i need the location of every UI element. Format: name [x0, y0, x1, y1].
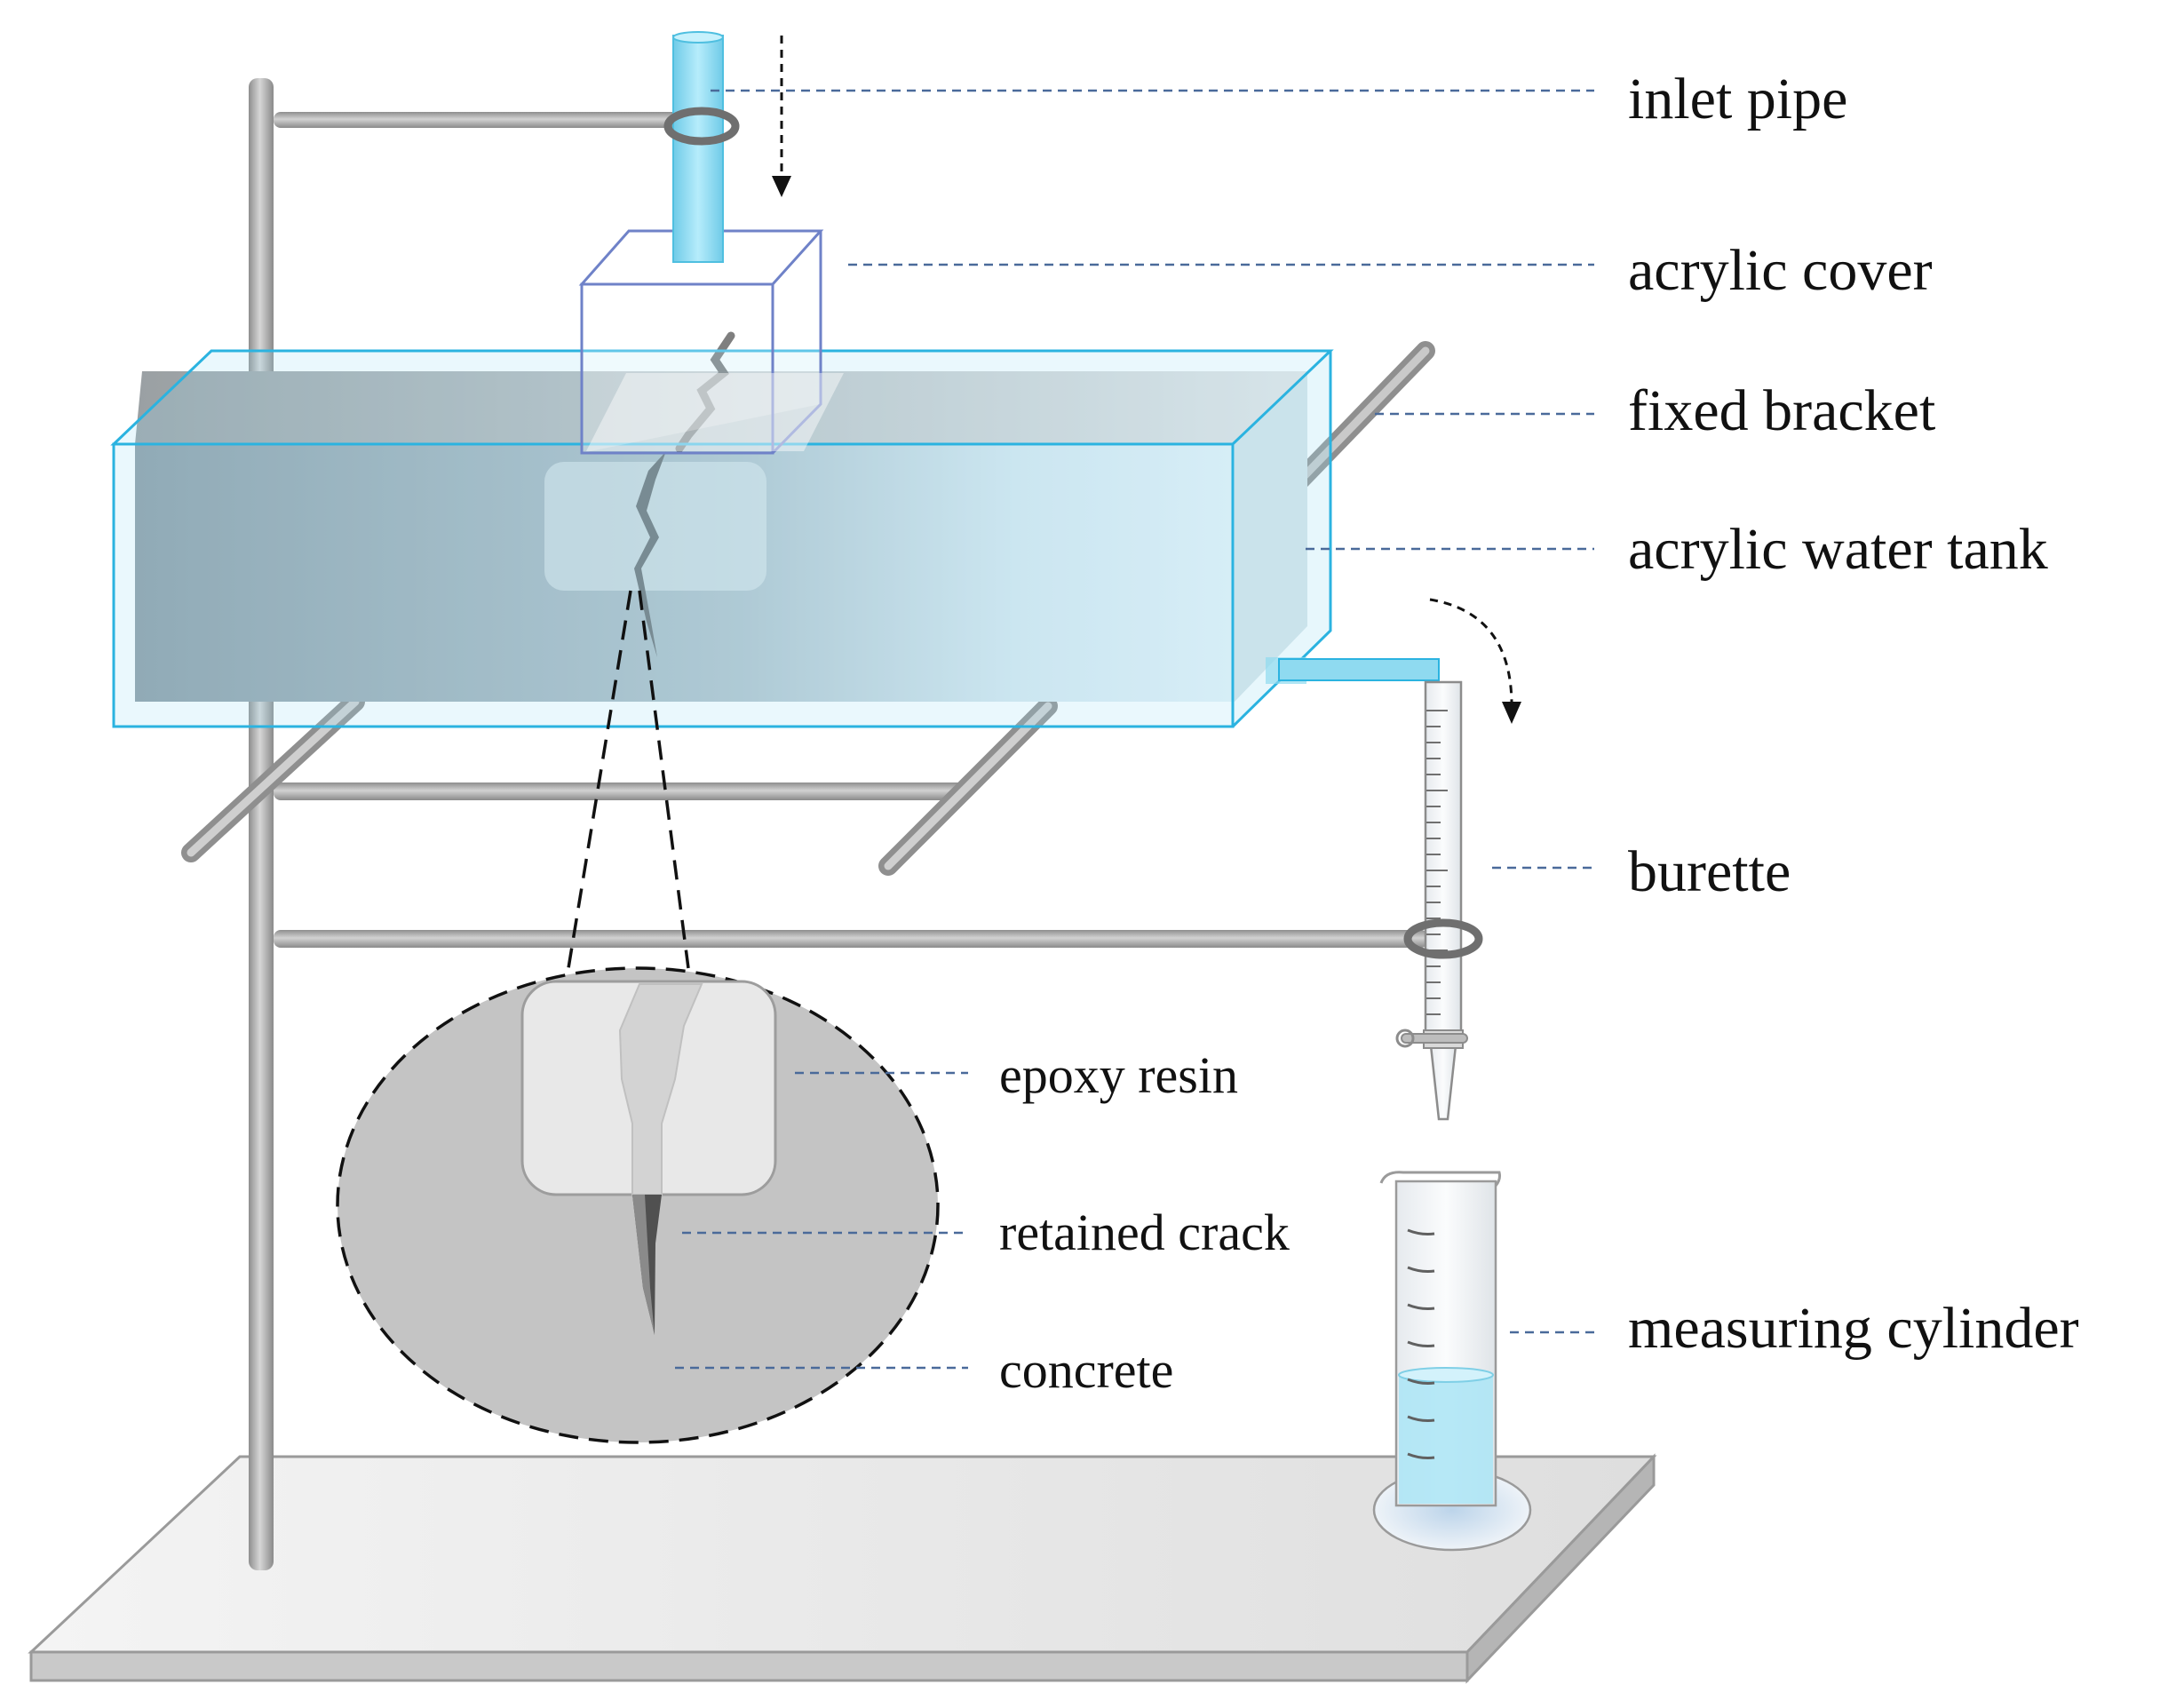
label-measuring-cylinder: measuring cylinder	[1628, 1296, 2079, 1361]
fixed-bracket-back-rod	[1278, 341, 1435, 503]
label-acrylic-cover: acrylic cover	[1628, 238, 1933, 303]
inlet-clamp-ring	[663, 107, 740, 146]
cylinder-tick	[1407, 1303, 1435, 1310]
outflow-arrow	[1429, 598, 1521, 724]
leader-lines	[675, 89, 1594, 1370]
cylinder-tick	[1407, 1228, 1435, 1235]
stand-rod	[249, 78, 274, 1570]
crack-face	[634, 451, 666, 657]
acrylic-cover	[578, 229, 844, 455]
burette	[1395, 680, 1483, 1121]
crack-top	[675, 331, 735, 453]
inlet-pipe	[663, 31, 740, 263]
cylinder-graduations	[1407, 1228, 1435, 1459]
base-plate	[28, 1453, 1657, 1684]
cylinder-tick	[1407, 1266, 1435, 1273]
acrylic-water-tank	[110, 349, 1334, 728]
label-acrylic-water-tank: acrylic water tank	[1628, 517, 2048, 582]
cylinder-tick	[1407, 1340, 1435, 1347]
label-burette: burette	[1628, 839, 1791, 904]
outlet-pipe	[1278, 658, 1440, 681]
cylinder-tick	[1407, 1415, 1435, 1422]
label-inlet-pipe: inlet pipe	[1628, 67, 1847, 131]
stopcock	[1401, 1033, 1468, 1044]
cylinder-tick	[1407, 1452, 1435, 1459]
epoxy-resin-patch	[544, 462, 766, 591]
measuring-cylinder	[1372, 1171, 1532, 1552]
burette-clamp-arm	[274, 930, 1428, 948]
label-concrete: concrete	[999, 1341, 1173, 1399]
label-retained-crack: retained crack	[999, 1204, 1290, 1261]
burette-clamp-ring	[1403, 918, 1483, 959]
inflow-arrow	[772, 36, 791, 197]
zoom-callout	[336, 590, 940, 1444]
cylinder-tick	[1407, 1378, 1435, 1385]
label-epoxy-resin: epoxy resin	[999, 1046, 1238, 1104]
burette-graduations	[1426, 710, 1448, 1015]
concrete-specimen	[135, 331, 1307, 702]
inlet-clamp-arm	[274, 112, 684, 128]
label-fixed-bracket: fixed bracket	[1628, 378, 1935, 443]
